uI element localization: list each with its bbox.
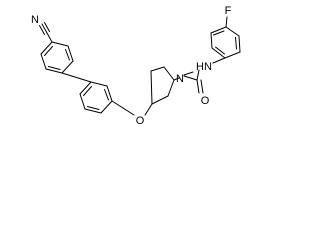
nh-label: HN bbox=[196, 61, 212, 73]
nh-aryl-bond bbox=[212, 57, 226, 64]
phenylene-ring bbox=[79, 81, 113, 114]
fluorine-label: F bbox=[225, 5, 232, 17]
carbonyl-o-label: O bbox=[201, 95, 210, 107]
piperidine-n-bond-left bbox=[173, 77, 180, 81]
c-f-bond bbox=[225, 16, 228, 28]
piperidine-ring bbox=[150, 66, 194, 105]
piperidine-n-label: N bbox=[176, 73, 184, 85]
ether-bond-alkyl bbox=[144, 103, 153, 116]
biaryl-bond bbox=[61, 72, 92, 83]
ether-o-label: O bbox=[136, 115, 145, 127]
ether-bond-aryl bbox=[111, 100, 135, 116]
fluorophenyl-ring bbox=[210, 26, 241, 59]
nitrile-group bbox=[39, 22, 53, 43]
carboxamide-group bbox=[183, 69, 204, 94]
molecule-structure: N HN F N O O bbox=[31, 5, 241, 127]
nitrile-n-label: N bbox=[31, 14, 39, 26]
cyanophenyl-ring bbox=[40, 41, 74, 74]
